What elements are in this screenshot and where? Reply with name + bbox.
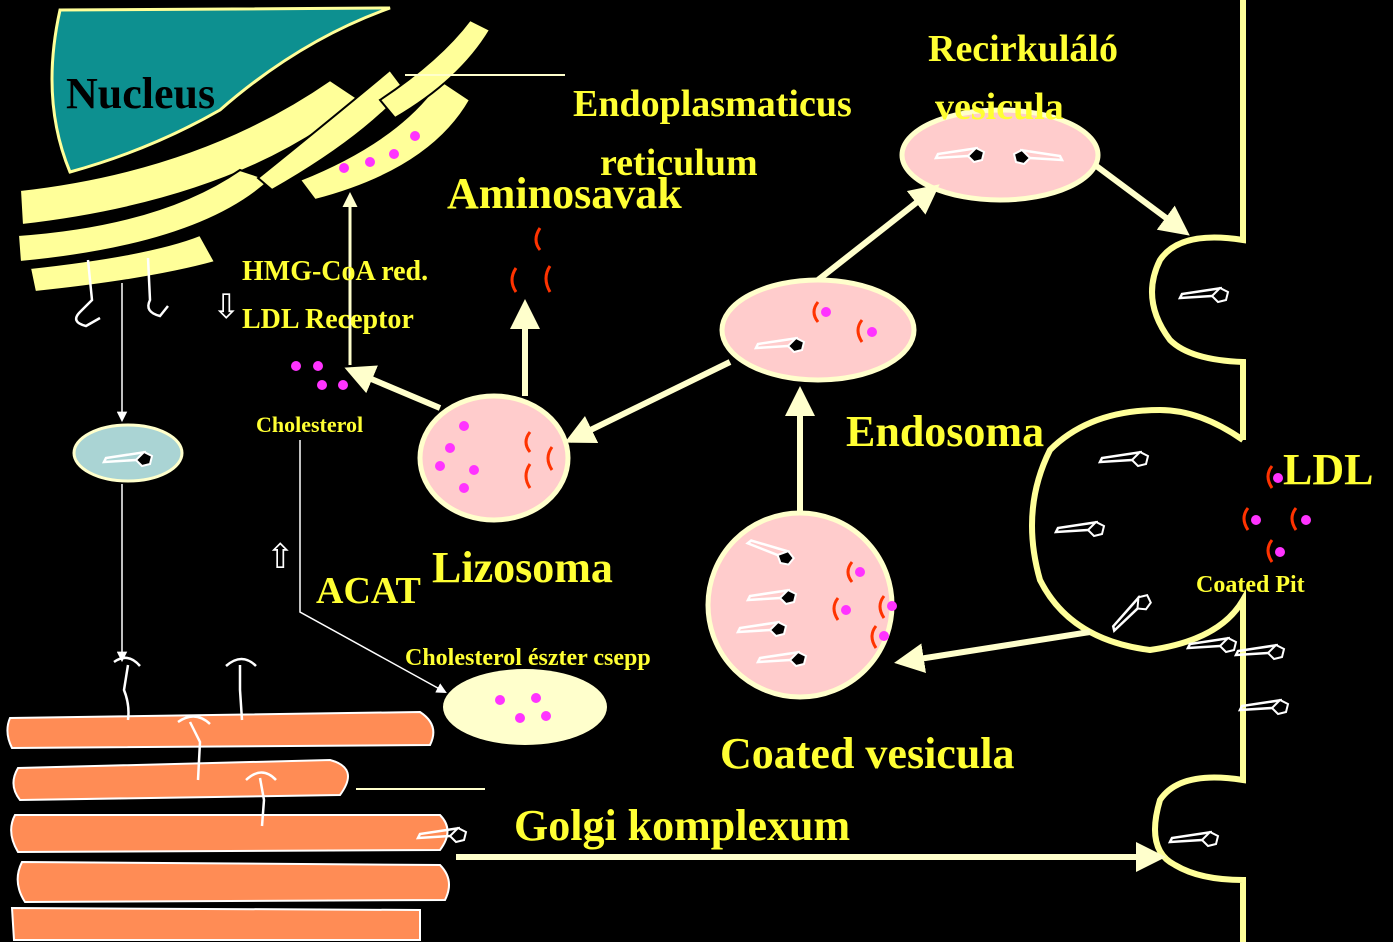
coated-vesicula-label: Coated vesicula [720,732,1015,776]
recirc-label-line1: Recirkuláló [928,30,1118,68]
down-hollow-arrow: ⇩ [212,290,241,324]
nucleus-label: Nucleus [66,72,215,116]
er-label-line1: Endoplasmaticus [573,85,852,123]
acat-label: ACAT [316,572,421,610]
cholesterol-label: Cholesterol [256,414,363,436]
hmg-label: HMG-CoA red. [242,258,428,286]
ldl-label: LDL [1283,448,1373,492]
endosome [722,280,914,380]
ester-droplet [443,669,607,745]
white-arrows [122,283,445,692]
endosoma-label: Endosoma [846,410,1044,454]
ldl-receptor-label: LDL Receptor [242,306,414,334]
aminosavak-label: Aminosavak [447,172,682,216]
coated-vesicle [708,513,892,697]
coated-pit-label: Coated Pit [1196,573,1305,597]
receptor-vesicle [74,425,182,481]
ester-label: Cholesterol észter csepp [405,646,651,670]
golgi-label: Golgi komplexum [514,804,850,848]
lysosome [420,396,568,520]
up-hollow-arrow: ⇧ [266,540,295,574]
lizosoma-label: Lizosoma [432,546,613,590]
golgi-complex [7,712,449,940]
recirc-label-line2: vesicula [935,88,1064,126]
